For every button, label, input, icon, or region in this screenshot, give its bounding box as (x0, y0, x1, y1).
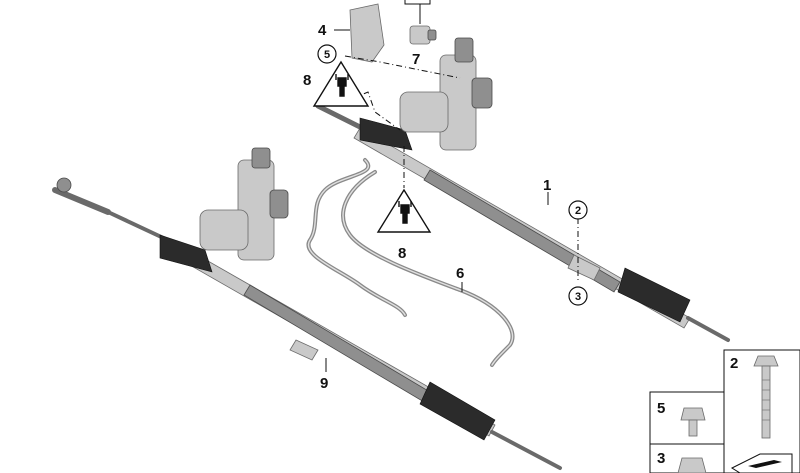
connector-7 (404, 0, 437, 45)
steering-rack-assembly-1 (315, 37, 730, 342)
parts-cell-5-label: 5 (657, 400, 665, 417)
callout-2: 2 (575, 205, 581, 217)
hydraulic-line-6 (306, 158, 515, 367)
callout-7: 7 (412, 51, 420, 68)
callout-9: 9 (320, 375, 328, 392)
parts-cell-2-label: 2 (730, 355, 738, 372)
callout-2-circle: 2 (568, 200, 588, 220)
callout-4: 4 (318, 22, 327, 39)
bolt-icon (753, 355, 779, 439)
electrical-warning-icon-top (312, 60, 370, 107)
callout-8-top: 8 (303, 72, 311, 89)
callout-8-mid: 8 (398, 245, 406, 262)
fastener-parts-table: 2 5 3 (649, 349, 800, 473)
callout-5: 5 (324, 49, 330, 61)
callout-5-circle: 5 (317, 44, 337, 64)
callout-3-circle: 3 (568, 286, 588, 306)
parts-cell-3-label: 3 (657, 450, 665, 467)
electrical-warning-icon-mid (376, 188, 432, 233)
assembly-line-5 (344, 55, 461, 79)
hex-bolt-short-icon (680, 407, 706, 437)
direction-arrow-icon (730, 453, 793, 473)
heat-shield-4 (349, 3, 385, 63)
callout-6: 6 (456, 265, 464, 282)
callout-3: 3 (575, 291, 581, 303)
callout-1: 1 (543, 177, 551, 194)
nut-icon (677, 457, 707, 473)
steering-rack-assembly-9 (52, 147, 562, 470)
